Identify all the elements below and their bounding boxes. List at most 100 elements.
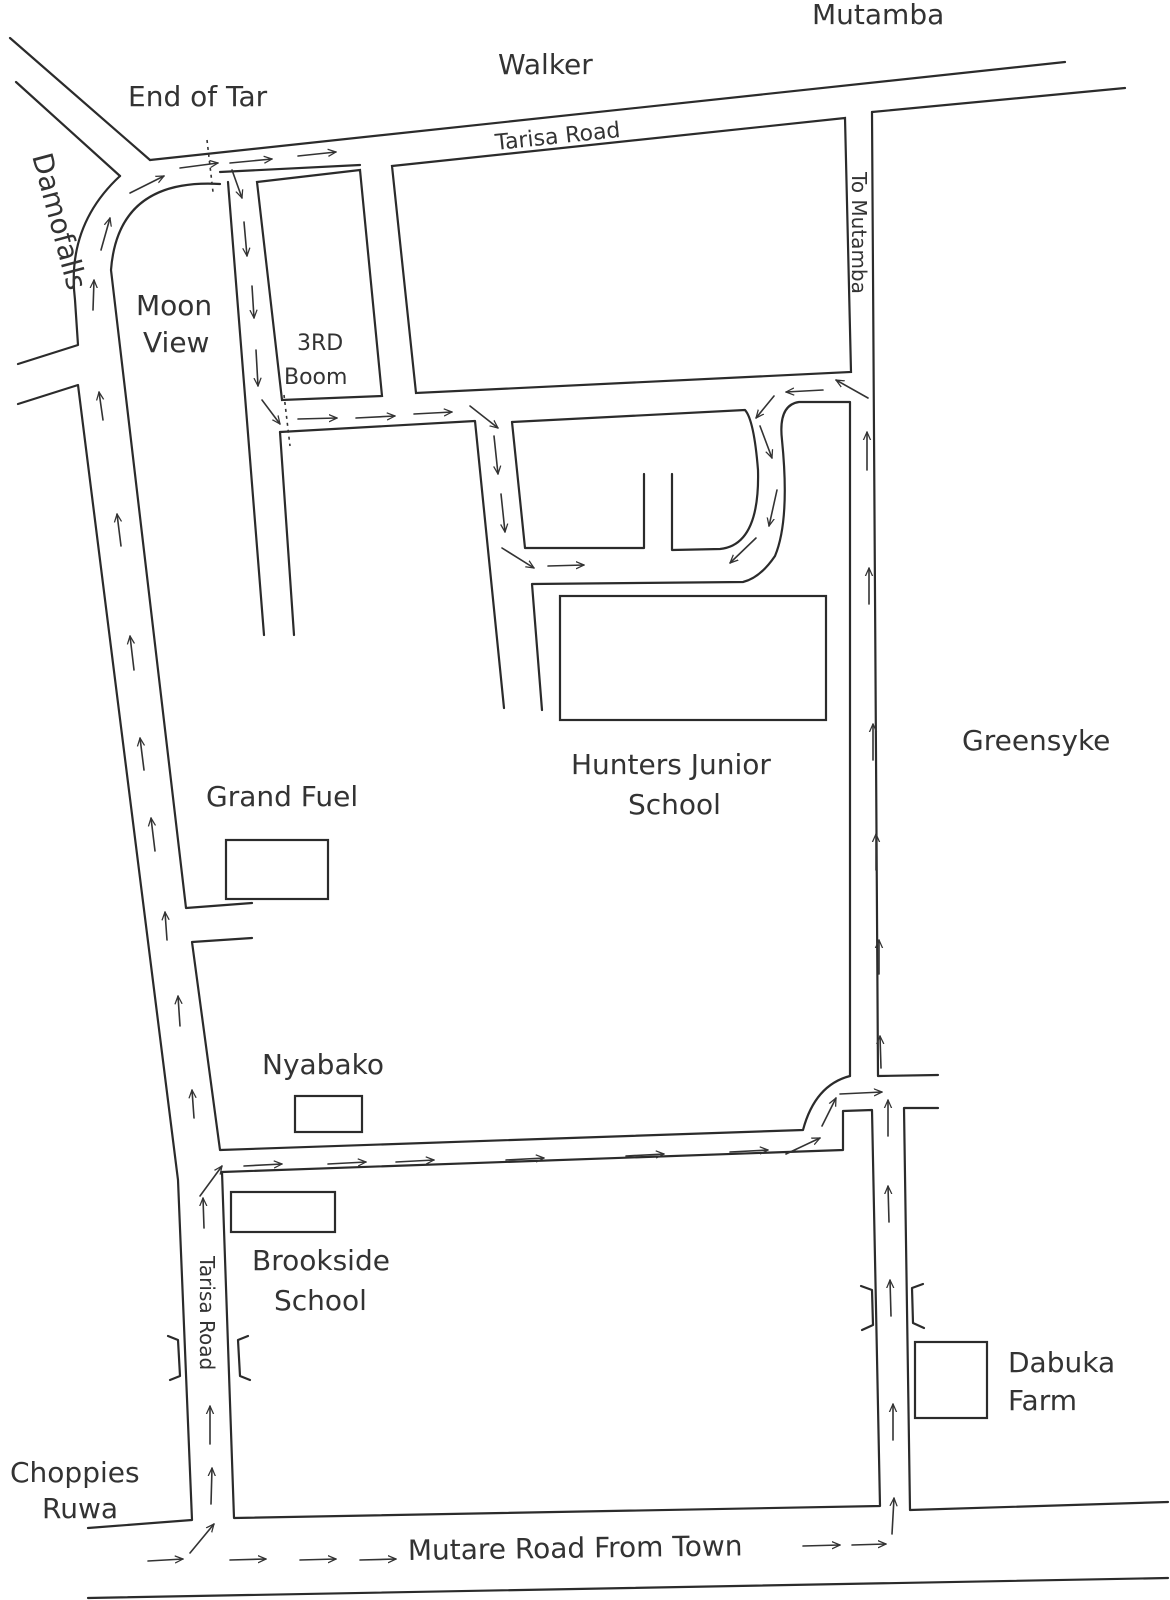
road-left-outer-lower	[16, 383, 194, 1530]
label-dabuka-line2: Farm	[1008, 1384, 1077, 1417]
road-top-upper-edge	[148, 60, 1067, 162]
label-mutamba: Mutamba	[812, 0, 944, 31]
block-3rd-boom	[255, 168, 384, 402]
label-choppies-line2: Ruwa	[42, 1492, 118, 1525]
road-top-right-upper	[870, 86, 1127, 114]
road-moonview-left	[226, 180, 266, 637]
road-hunters-inner-left	[510, 420, 646, 550]
road-damofalls-upper	[8, 36, 152, 162]
route-arrow	[359, 1559, 397, 1560]
label-3rd-boom-line2: Boom	[284, 365, 347, 390]
route-arrow	[100, 217, 110, 251]
route-arrow	[147, 1559, 184, 1561]
route-arrow	[547, 565, 585, 566]
route-arrow	[821, 1097, 837, 1127]
label-dabuka-line1: Dabuka	[1008, 1346, 1115, 1379]
label-moon-view-line2: View	[143, 326, 209, 359]
building-grand-fuel	[224, 838, 330, 901]
boom-end-of-tar	[206, 139, 214, 193]
route-arrow	[505, 1158, 545, 1160]
road-hunters-inner	[510, 408, 760, 552]
route-arrow	[729, 537, 757, 564]
label-mutare-road: Mutare Road From Town	[408, 1529, 743, 1567]
route-arrow	[892, 1497, 894, 1535]
route-arrow	[297, 418, 338, 419]
route-arrow	[501, 493, 505, 533]
road-left-inner-curve	[109, 182, 254, 910]
buildings	[224, 116, 989, 1420]
building-hunters-junior-school	[558, 594, 828, 722]
route-arrow	[785, 1137, 821, 1155]
road-boom-lower	[278, 419, 506, 710]
hump-left-a	[166, 1334, 182, 1382]
route-arrow	[93, 279, 94, 311]
route-arrow	[231, 169, 242, 199]
label-greensyke: Greensyke	[962, 724, 1110, 757]
route-arrow	[888, 1185, 889, 1223]
label-brookside-line2: School	[274, 1284, 367, 1317]
route-arrow	[179, 163, 219, 169]
route-arrow	[297, 152, 337, 156]
road-top-lower-edge	[218, 163, 362, 174]
label-walker: Walker	[498, 48, 593, 81]
route-arrow	[165, 911, 167, 941]
block-top-large	[390, 116, 853, 395]
route-arrow	[785, 390, 824, 392]
route-arrow	[140, 737, 144, 771]
label-damofalls: Damofalls	[25, 149, 93, 293]
speed-humps	[166, 1282, 926, 1382]
route-arrow	[99, 391, 103, 421]
route-arrow	[755, 395, 775, 419]
route-arrow	[229, 1559, 267, 1560]
label-hunters-line1: Hunters Junior	[571, 748, 771, 781]
route-arrow	[178, 995, 180, 1027]
route-arrow	[327, 1162, 367, 1164]
route-arrow	[355, 416, 396, 418]
route-arrow	[413, 412, 453, 414]
route-arrow	[299, 1559, 337, 1560]
label-to-mutamba: To Mutamba	[847, 171, 871, 294]
route-arrow	[625, 1154, 665, 1156]
route-arrow	[880, 1035, 881, 1069]
booms	[206, 139, 291, 447]
road-damofalls-lower	[14, 80, 122, 178]
route-arrow	[759, 425, 772, 459]
route-arrow	[729, 1150, 769, 1152]
route-arrow	[192, 1089, 194, 1119]
road-right-lower-right	[902, 1106, 1170, 1512]
route-arrow	[151, 817, 155, 852]
road-mutare-bottom	[86, 1576, 1170, 1600]
label-nyabako: Nyabako	[262, 1048, 384, 1081]
road-moonview-right	[278, 430, 296, 637]
label-end-of-tar: End of Tar	[128, 80, 268, 113]
route-arrow	[199, 1165, 223, 1197]
label-3rd-boom-line1: 3RD	[297, 331, 343, 356]
route-arrows	[93, 152, 894, 1561]
hump-right-a	[859, 1284, 875, 1332]
route-arrow	[802, 1545, 841, 1546]
label-moon-view-line1: Moon	[136, 289, 212, 322]
route-arrow	[189, 1523, 215, 1554]
road-left-outer-curve	[16, 174, 122, 366]
labels: Mutamba Walker End of Tar Damofalls Tari…	[10, 0, 1115, 1567]
route-arrow	[501, 547, 535, 569]
route-arrow	[117, 513, 121, 547]
label-tarisa-road-left: Tarisa Road	[195, 1255, 219, 1370]
route-arrow	[890, 1279, 891, 1317]
label-choppies-line1: Choppies	[10, 1456, 140, 1489]
route-arrow	[261, 399, 281, 425]
route-arrow	[211, 1467, 212, 1505]
road-right-right-edge	[870, 110, 940, 1078]
route-arrow	[769, 489, 778, 527]
label-brookside-line1: Brookside	[252, 1244, 390, 1277]
route-arrow	[243, 1164, 283, 1166]
route-arrow	[130, 635, 134, 671]
route-arrow	[229, 159, 273, 163]
route-arrow	[256, 349, 258, 387]
label-hunters-line2: School	[628, 788, 721, 821]
hump-left-b	[236, 1334, 252, 1382]
hump-right-b	[910, 1282, 926, 1330]
label-grand-fuel: Grand Fuel	[206, 780, 358, 813]
road-left-inner-lower	[190, 936, 852, 1152]
